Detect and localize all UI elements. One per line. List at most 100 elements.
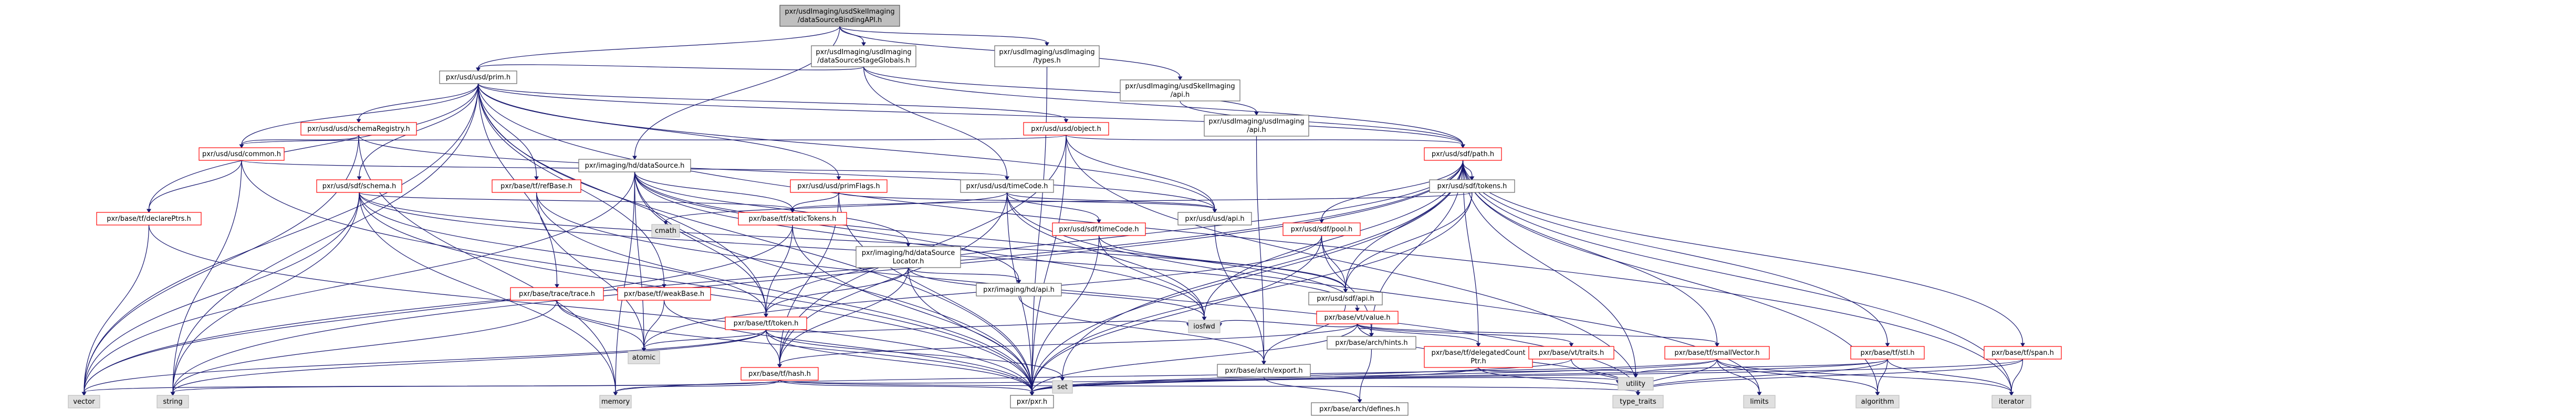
edge-line xyxy=(148,83,479,210)
edge-line xyxy=(1031,160,1464,393)
edge-arrowhead xyxy=(613,392,618,396)
edge-pool-to-sdfApi xyxy=(1321,235,1348,293)
edge-arrowhead xyxy=(1469,176,1475,180)
node-label: /api.h xyxy=(1171,91,1190,99)
node-box xyxy=(599,395,632,408)
node-smallVector[interactable]: pxr/base/tf/smallVector.h xyxy=(1664,346,1770,360)
node-declarePtrs[interactable]: pxr/base/tf/declarePtrs.h xyxy=(96,212,202,226)
edge-arrowhead xyxy=(663,221,668,225)
edge-token-to-tfHash xyxy=(765,329,782,368)
node-sdfApi[interactable]: pxr/usd/sdf/api.h xyxy=(1308,292,1383,305)
edge-vtValue-to-pxr xyxy=(1029,323,1358,396)
node-primFlags[interactable]: pxr/usd/usd/primFlags.h xyxy=(790,179,888,193)
node-utility: utility xyxy=(1618,377,1654,391)
node-box xyxy=(725,316,807,330)
node-hints[interactable]: pxr/base/arch/hints.h xyxy=(1327,336,1416,350)
edge-tfHash-to-memory xyxy=(613,380,780,396)
node-box xyxy=(1311,402,1409,416)
edge-line xyxy=(241,135,359,145)
edge-line xyxy=(84,83,479,393)
edge-line xyxy=(1357,323,1718,344)
edge-line xyxy=(1031,359,1888,393)
node-stl[interactable]: pxr/base/tf/stl.h xyxy=(1850,346,1925,360)
edge-usdImagingApi-to-archExport xyxy=(1256,136,1266,365)
node-trace[interactable]: pxr/base/trace/trace.h xyxy=(510,287,604,301)
node-usdImagingApi[interactable]: pxr/usdImaging/usdImaging/api.h xyxy=(1204,115,1309,137)
edge-arrowhead xyxy=(641,348,646,352)
node-prim[interactable]: pxr/usd/usd/prim.h xyxy=(439,70,517,84)
edge-line xyxy=(1006,192,1205,318)
edge-line xyxy=(358,135,1215,210)
node-object[interactable]: pxr/usd/usd/object.h xyxy=(1023,122,1109,136)
edge-span-to-pxr xyxy=(1029,359,2024,396)
node-hdApi[interactable]: pxr/imaging/hd/api.h xyxy=(976,283,1062,297)
edge-arrowhead xyxy=(764,313,768,318)
edge-arrowhead xyxy=(1369,333,1374,337)
edge-schemaRegistry-to-vector xyxy=(81,135,359,396)
node-span[interactable]: pxr/base/tf/span.h xyxy=(1984,346,2062,360)
node-refBase[interactable]: pxr/base/tf/refBase.h xyxy=(492,179,581,193)
node-pool[interactable]: pxr/usd/sdf/pool.h xyxy=(1282,222,1361,236)
edge-line xyxy=(1031,359,1718,393)
node-staticTokens[interactable]: pxr/base/tf/staticTokens.h xyxy=(738,212,847,226)
node-label: pxr/usd/usd/schemaRegistry.h xyxy=(307,125,410,133)
edge-vtValue-to-traits xyxy=(1357,323,1574,347)
edge-prim-to-path xyxy=(477,83,1465,148)
node-box xyxy=(1217,364,1311,377)
node-common[interactable]: pxr/usd/usd/common.h xyxy=(199,147,285,161)
node-skelApi[interactable]: pxr/usdImaging/usdSkelImaging/api.h xyxy=(1120,79,1240,101)
edge-arrowhead xyxy=(81,392,87,396)
node-timeCode[interactable]: pxr/usd/usd/timeCode.h xyxy=(960,179,1054,193)
node-schemaRegistry[interactable]: pxr/usd/usd/schemaRegistry.h xyxy=(300,122,417,136)
node-label: limits xyxy=(1750,398,1769,406)
node-dataSource[interactable]: pxr/imaging/hd/dataSource.h xyxy=(578,159,691,172)
node-token[interactable]: pxr/base/tf/token.h xyxy=(725,316,807,330)
edge-line xyxy=(634,171,1358,309)
node-label: pxr/base/trace/trace.h xyxy=(519,290,595,298)
node-label: pxr/usd/usd/api.h xyxy=(1185,215,1244,223)
node-root[interactable]: pxr/usdImaging/usdSkelImaging/dataSource… xyxy=(779,5,900,27)
node-traits[interactable]: pxr/base/vt/traits.h xyxy=(1528,346,1614,360)
node-fileSchema[interactable]: pxr/usd/sdf/schema.h xyxy=(316,179,402,193)
edge-smallVector-to-iterator xyxy=(1716,359,2014,396)
edge-line xyxy=(1716,359,2012,393)
edge-line xyxy=(172,300,558,393)
node-types[interactable]: pxr/usdImaging/usdImaging/types.h xyxy=(994,45,1100,67)
node-dsStageGlobals[interactable]: pxr/usdImaging/usdImaging/dataSourceStag… xyxy=(811,45,916,67)
node-box xyxy=(300,122,417,136)
node-sdfTimeCode[interactable]: pxr/usd/sdf/timeCode.h xyxy=(1052,222,1146,236)
node-path[interactable]: pxr/usd/sdf/path.h xyxy=(1424,147,1502,161)
node-label: pxr/usd/sdf/path.h xyxy=(1432,150,1494,158)
edge-line xyxy=(634,171,909,244)
node-box xyxy=(628,351,660,364)
edge-arrowhead xyxy=(1254,111,1259,116)
node-pxr[interactable]: pxr/pxr.h xyxy=(1010,395,1054,408)
edge-line xyxy=(765,329,780,365)
edge-root-to-dsStageGlobals xyxy=(839,26,866,46)
node-usdApi[interactable]: pxr/usd/usd/api.h xyxy=(1177,212,1252,226)
node-tokens[interactable]: pxr/usd/sdf/tokens.h xyxy=(1429,179,1515,193)
edge-line xyxy=(241,160,1033,393)
node-algorithm: algorithm xyxy=(1855,395,1900,408)
node-label: pxr/imaging/hd/dataSource xyxy=(862,249,955,257)
node-tfHash[interactable]: pxr/base/tf/hash.h xyxy=(741,367,819,381)
node-label: pxr/usd/usd/prim.h xyxy=(446,74,510,81)
edge-line xyxy=(556,300,644,349)
edge-arrowhead xyxy=(1569,343,1574,347)
node-label: pxr/base/tf/delegatedCount xyxy=(1431,349,1525,357)
edge-arrowhead xyxy=(1355,308,1360,312)
edge-line xyxy=(779,380,1033,393)
edge-line xyxy=(477,83,767,314)
edge-prim-to-object xyxy=(477,83,1069,123)
node-label: pxr/base/arch/export.h xyxy=(1225,367,1302,375)
edge-arrowhead xyxy=(1063,119,1069,123)
node-archExport[interactable]: pxr/base/arch/export.h xyxy=(1217,364,1311,377)
node-pxrDefines[interactable]: pxr/base/arch/defines.h xyxy=(1311,402,1409,416)
node-box xyxy=(1052,380,1073,394)
node-vtValue[interactable]: pxr/base/vt/value.h xyxy=(1316,311,1399,324)
node-weakBase[interactable]: pxr/base/tf/weakBase.h xyxy=(617,287,711,301)
node-label: pxr/usd/sdf/schema.h xyxy=(322,182,396,190)
